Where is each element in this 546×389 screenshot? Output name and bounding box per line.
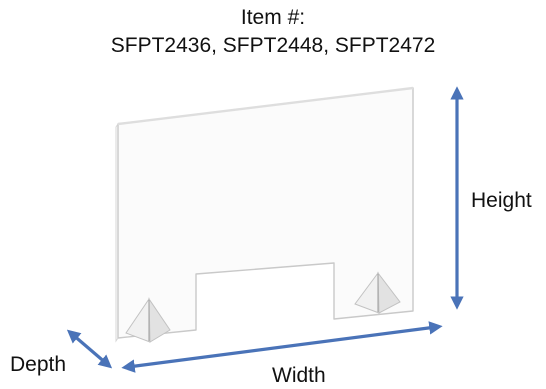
- item-number-label: Item #:: [240, 6, 306, 29]
- width-arrow-icon: [121, 321, 443, 373]
- item-number-list: SFPT2436, SFPT2448, SFPT2472: [110, 34, 436, 57]
- depth-label: Depth: [10, 353, 67, 376]
- height-label: Height: [471, 189, 532, 212]
- width-label: Width: [272, 364, 326, 387]
- panel-top-edge: [117, 86, 414, 126]
- panel-edge: [115, 123, 119, 343]
- item-number-header: Item #: SFPT2436, SFPT2448, SFPT2472: [0, 4, 546, 60]
- right-stand-foot: [354, 271, 401, 314]
- depth-arrow-icon: [66, 329, 113, 369]
